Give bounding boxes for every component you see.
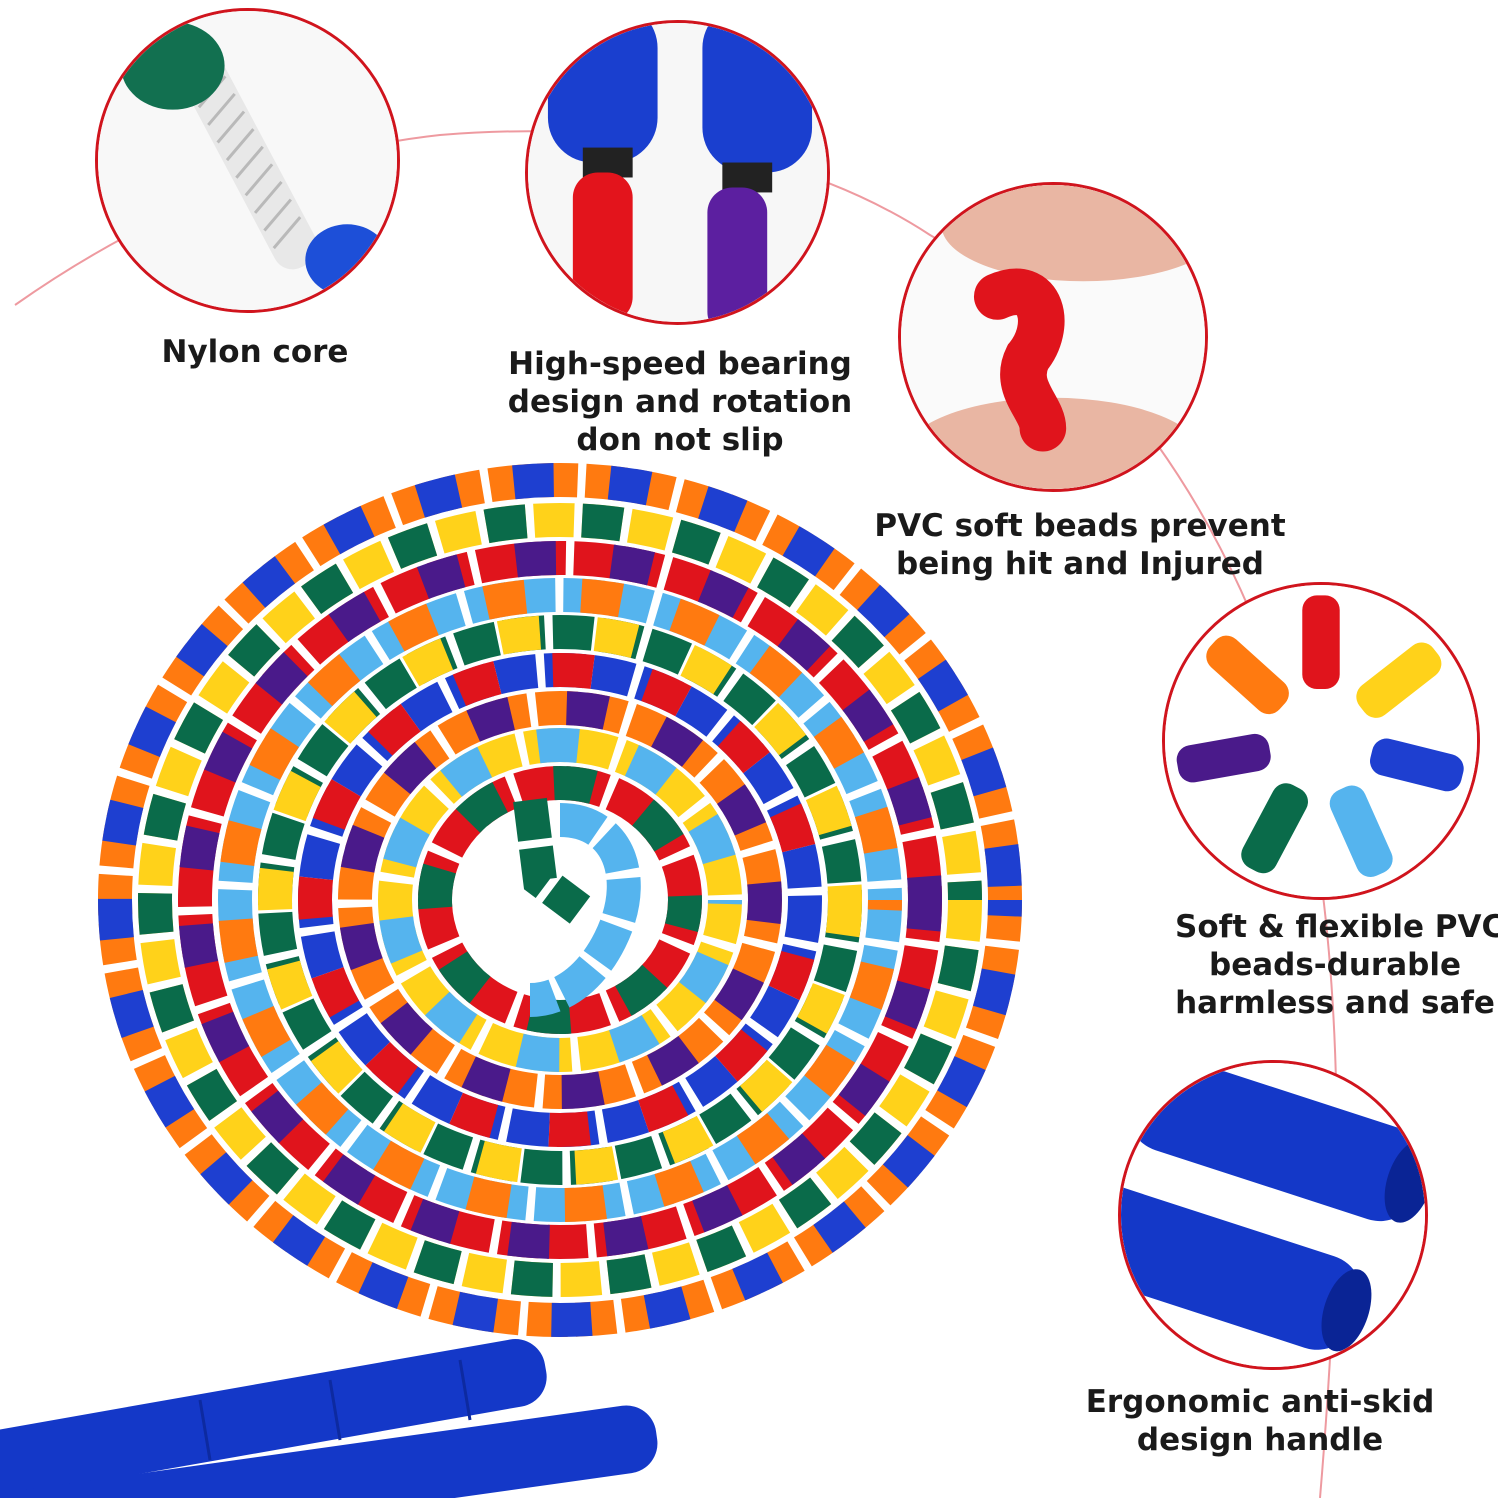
handle-photo — [1118, 1060, 1428, 1370]
caption-line: being hit and Injured — [896, 546, 1264, 582]
caption-line: High-speed bearing — [508, 346, 852, 382]
bearing-photo — [525, 20, 830, 325]
caption-line: Nylon core — [161, 334, 349, 370]
caption-line: PVC soft beads prevent — [874, 508, 1286, 544]
caption-line: Soft & flexible PVC — [1175, 909, 1498, 945]
bead-samples-photo — [1162, 582, 1480, 900]
caption-line: don not slip — [576, 422, 784, 458]
beaded-rope-coil — [0, 463, 1022, 1498]
handle-caption: Ergonomic anti-skid design handle — [1080, 1383, 1440, 1459]
caption-line: design handle — [1136, 1422, 1384, 1458]
caption-line: beads-durable — [1209, 947, 1461, 983]
soft-beads-caption: PVC soft beads prevent being hit and Inj… — [870, 507, 1290, 583]
flexible-beads-caption: Soft & flexible PVC beads-durable harmle… — [1175, 908, 1498, 1022]
nylon-core-caption: Nylon core — [100, 333, 410, 371]
caption-line: Ergonomic anti-skid — [1085, 1384, 1435, 1420]
caption-line: harmless and safe — [1175, 985, 1495, 1021]
soft-beads-photo — [898, 182, 1208, 492]
nylon-core-photo — [95, 8, 400, 313]
caption-line: design and rotation — [507, 384, 853, 420]
bearing-caption: High-speed bearing design and rotation d… — [500, 345, 860, 459]
